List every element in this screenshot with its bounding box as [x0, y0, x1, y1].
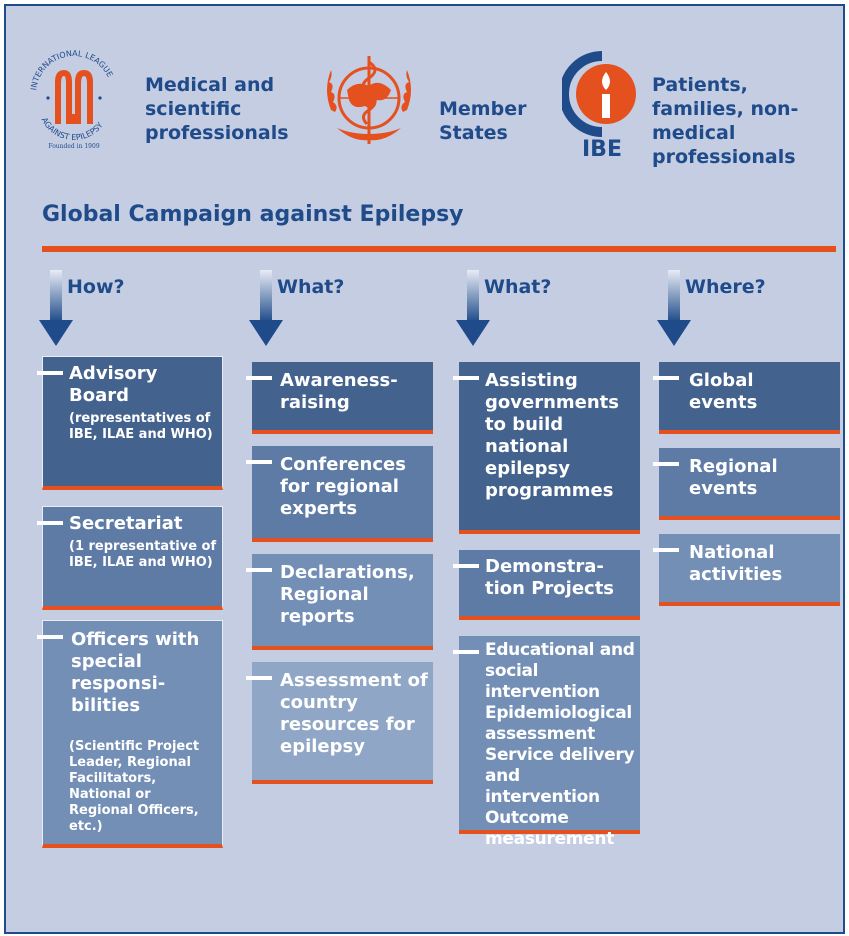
connector-tick — [653, 376, 679, 380]
campaign-title: Global Campaign against Epilepsy — [42, 202, 464, 227]
box-title: Assessment of country resources for epil… — [280, 670, 428, 757]
column-header-what-2: What? — [484, 276, 552, 298]
box-title: National activities — [689, 542, 783, 585]
connector-tick — [37, 521, 63, 525]
title-underline — [42, 246, 836, 252]
who-logo — [327, 56, 411, 144]
connector-tick — [246, 376, 272, 380]
box-national-activities: National activities — [653, 534, 840, 606]
box-title: Declarations, Regional reports — [280, 562, 415, 627]
box-global-events: Global events — [653, 362, 840, 434]
box-title: Advisory Board — [69, 363, 158, 406]
box-title: Global events — [689, 370, 758, 413]
connector-tick — [246, 676, 272, 680]
column-header-where: Where? — [685, 276, 766, 298]
connector-tick — [37, 371, 63, 375]
connector-tick — [246, 568, 272, 572]
box-advisory-board: Advisory Board (representatives of IBE, … — [37, 356, 223, 490]
box-title: Secretariat — [69, 513, 183, 534]
column-arrow-icon — [657, 270, 691, 346]
box-conferences: Conferences for regional experts — [246, 446, 433, 542]
box-detail: (1 representative of IBE, ILAE and WHO) — [69, 539, 217, 570]
box-title: Educational and social intervention Epid… — [485, 640, 635, 849]
connector-tick — [653, 548, 679, 552]
box-secretariat: Secretariat (1 representative of IBE, IL… — [37, 506, 223, 610]
column-arrow-icon — [456, 270, 490, 346]
box-detail: (representatives of IBE, ILAE and WHO) — [69, 411, 213, 442]
box-title: Awareness- raising — [280, 370, 398, 413]
connector-tick — [453, 376, 479, 380]
box-title: Assisting governments to build national … — [485, 370, 619, 501]
box-assisting-governments: Assisting governments to build national … — [453, 362, 640, 534]
diagram-frame: INTERNATIONAL LEAGUE AGAINST EPILEPSY Fo… — [4, 4, 845, 934]
ilae-logo: INTERNATIONAL LEAGUE AGAINST EPILEPSY Fo… — [29, 49, 114, 150]
connector-tick — [653, 462, 679, 466]
connector-tick — [453, 564, 479, 568]
box-title: Conferences for regional experts — [280, 454, 406, 519]
box-title: Officers with special responsi- bilities — [71, 629, 200, 716]
box-educational-intervention: Educational and social intervention Epid… — [453, 636, 640, 849]
partner-label-ibe: Patients, families, non-medical professi… — [652, 74, 799, 168]
column-header-how: How? — [67, 276, 125, 298]
ilae-founded-text: Founded in 1909 — [48, 143, 99, 150]
box-awareness-raising: Awareness- raising — [246, 362, 433, 434]
column-header-what-1: What? — [277, 276, 345, 298]
box-regional-events: Regional events — [653, 448, 840, 520]
box-declarations: Declarations, Regional reports — [246, 554, 433, 650]
partner-label-who: Member States — [439, 98, 527, 144]
ibe-logo-text: IBE — [582, 137, 622, 160]
box-demonstration-projects: Demonstra- tion Projects — [453, 550, 640, 620]
column-arrow-icon — [249, 270, 283, 346]
box-detail: (Scientific Project Leader, Regional Fac… — [69, 739, 200, 834]
connector-tick — [453, 650, 479, 654]
box-title: Demonstra- tion Projects — [485, 556, 615, 599]
box-officers: Officers with special responsi- bilities… — [37, 620, 223, 848]
box-title: Regional events — [689, 456, 778, 499]
connector-tick — [37, 635, 63, 639]
partner-label-ilae: Medical and scientific professionals — [145, 74, 289, 144]
box-assessment: Assessment of country resources for epil… — [246, 662, 433, 784]
ibe-logo: IBE — [562, 51, 636, 160]
column-arrow-icon — [39, 270, 73, 346]
connector-tick — [246, 460, 272, 464]
